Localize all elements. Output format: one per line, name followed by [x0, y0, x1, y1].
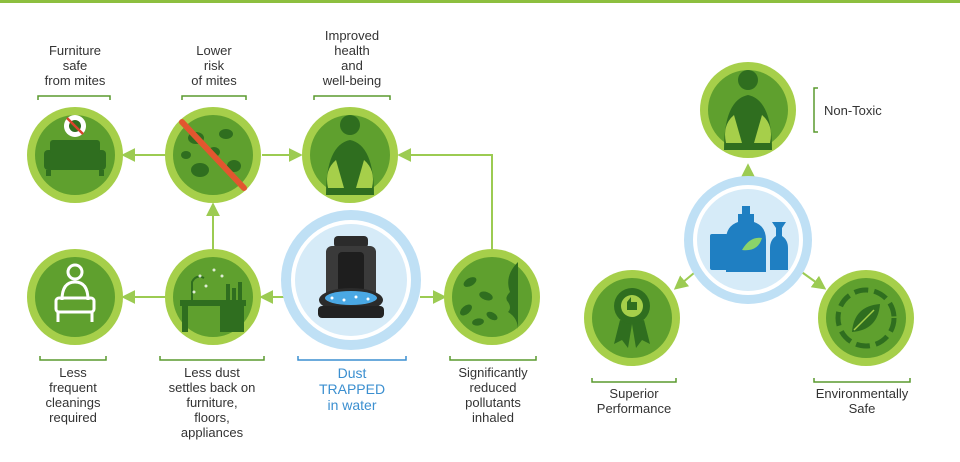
- lungs-icon: [724, 70, 772, 150]
- prohibition-stripe: [179, 119, 247, 191]
- nontoxic-node: [700, 62, 796, 158]
- products-node: [684, 176, 812, 304]
- vacuum-node: [281, 210, 421, 350]
- label-brackets: [37, 87, 911, 383]
- less-dust-node: [165, 249, 261, 345]
- couch-node: [27, 107, 123, 203]
- label-non-toxic: Non-Toxic: [824, 103, 882, 118]
- lungs-icon: [326, 115, 374, 195]
- award-ribbon-icon: [614, 288, 650, 348]
- recycle-leaf-icon: [835, 287, 897, 349]
- leaves-face-icon: [460, 262, 518, 330]
- desk-icon: [180, 275, 246, 332]
- top-border: [0, 0, 960, 3]
- mites-node: [165, 107, 261, 203]
- dust-bracket: [297, 356, 407, 361]
- couch-icon: [44, 140, 106, 176]
- environment-node: [818, 270, 914, 366]
- health-node: [302, 107, 398, 203]
- cleanings-node: [27, 249, 123, 345]
- dust-dots: [192, 268, 224, 294]
- reduced-node: [444, 249, 540, 345]
- water-vacuum-icon: [318, 236, 384, 318]
- mites-icon: [181, 129, 241, 177]
- performance-node: [584, 270, 680, 366]
- reading-person-icon: [54, 263, 96, 322]
- arrow-reduced-to-health: [397, 148, 493, 250]
- cleaning-products-icon: [710, 206, 788, 272]
